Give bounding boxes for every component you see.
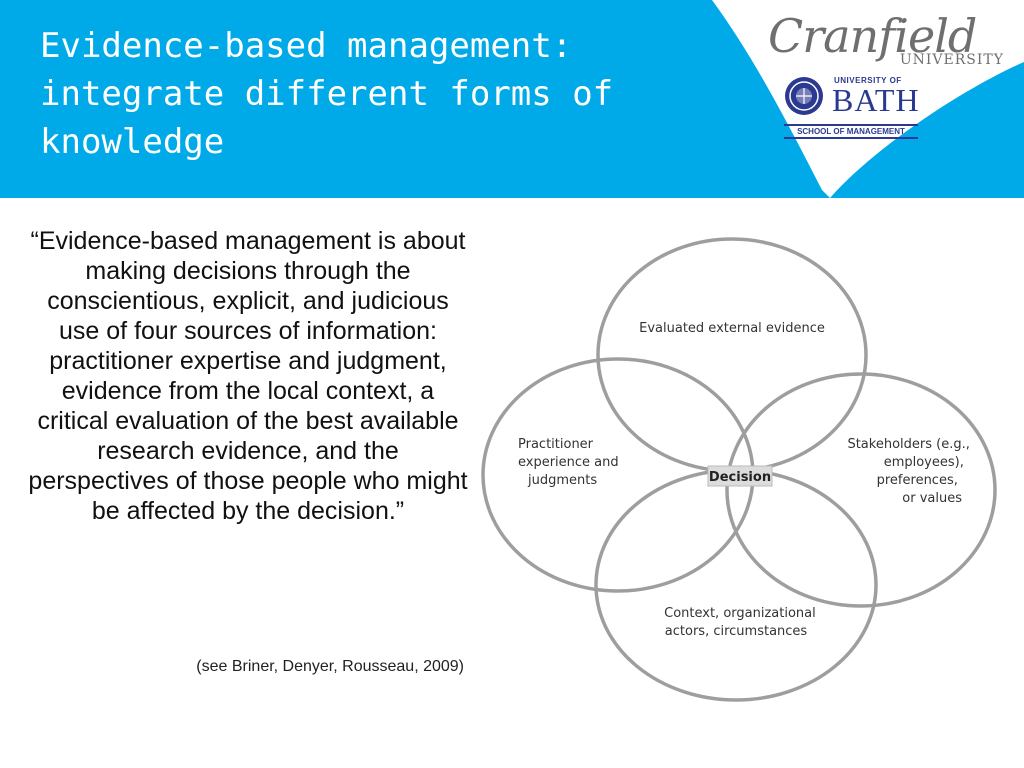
slide-title: Evidence-based management: integrate dif…: [40, 26, 614, 162]
bath-school-label: SCHOOL OF MANAGEMENT: [784, 124, 918, 139]
cranfield-wordmark: Cranfield: [768, 9, 977, 63]
bath-seal-icon: [785, 77, 823, 115]
quote-text: “Evidence-based management is about maki…: [28, 227, 468, 525]
bath-logo: UNIVERSITY OF BATH SCHOOL OF MANAGEMENT: [784, 76, 920, 142]
decision-label: Decision: [709, 470, 771, 485]
label-right: Stakeholders (e.g., employees), preferen…: [847, 437, 974, 506]
decision-box: [707, 465, 773, 487]
venn-circle-bottom: [594, 468, 878, 702]
venn-circle-right: [725, 372, 997, 608]
header-banner: Evidence-based management: integrate dif…: [0, 0, 1024, 198]
venn-diagram: Evaluated external evidence Practitioner…: [481, 237, 997, 702]
bath-university-of-label: UNIVERSITY OF: [834, 76, 902, 85]
label-left: Practitioner experience and judgments: [518, 437, 623, 488]
venn-circle-top: [596, 237, 868, 473]
label-top: Evaluated external evidence: [639, 321, 825, 336]
header-background: [0, 0, 1024, 198]
citation-text: (see Briner, Denyer, Rousseau, 2009): [196, 658, 464, 675]
label-bottom: Context, organizational actors, circumst…: [664, 606, 820, 639]
cranfield-logo: Cranfield UNIVERSITY: [768, 10, 1008, 70]
cranfield-university-label: UNIVERSITY: [899, 52, 1004, 68]
bath-wordmark: BATH: [832, 82, 920, 118]
